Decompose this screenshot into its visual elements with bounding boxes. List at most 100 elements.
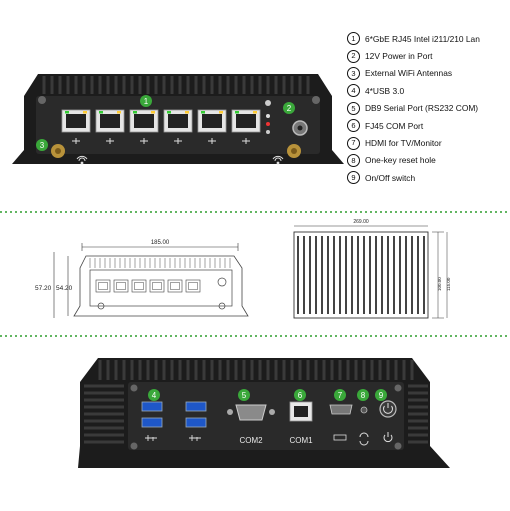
callout-9: 9	[375, 389, 387, 401]
dim-height-outer: 57.20	[35, 285, 52, 292]
screw	[130, 384, 138, 392]
dim-width: 185.00	[151, 240, 170, 246]
lan-led	[151, 111, 155, 114]
callout-2-text: 2	[287, 104, 292, 113]
screw	[130, 442, 138, 450]
heatsink-fins	[42, 76, 310, 94]
lan-port-socket	[168, 114, 188, 128]
rear-panel-face	[128, 382, 404, 450]
screw	[38, 96, 46, 104]
callout-4: 4	[148, 389, 160, 401]
reset-hole	[360, 406, 368, 414]
callout-6: 6	[294, 389, 306, 401]
callout-8: 8	[357, 389, 369, 401]
com1-label: COM1	[289, 436, 313, 445]
port-outline-inner	[170, 282, 180, 290]
legend-item: 5 DB9 Serial Port (RS232 COM)	[347, 100, 507, 117]
com2-label: COM2	[239, 436, 263, 445]
callout-7-text: 7	[338, 391, 343, 400]
legend-item: 3 External WiFi Antennas	[347, 65, 507, 82]
legend-number: 7	[347, 136, 360, 150]
legend-text: 6*GbE RJ45 Intel i211/210 Lan	[365, 33, 480, 44]
legend-number: 1	[347, 32, 360, 46]
callout-5-text: 5	[242, 391, 247, 400]
callout-2: 2	[283, 102, 295, 114]
legend-text: External WiFi Antennas	[365, 68, 453, 79]
lan-port-socket	[66, 114, 86, 128]
legend-text: FJ45 COM Port	[365, 120, 424, 131]
port-outline	[95, 279, 111, 293]
callout-7: 7	[334, 389, 346, 401]
callout-6-text: 6	[298, 391, 303, 400]
port-outline	[149, 279, 165, 293]
legend-number: 9	[347, 171, 360, 185]
wifi-antenna-right	[287, 144, 301, 158]
hdmi-port	[329, 404, 353, 441]
front-panel-lan: 1 2 3	[12, 74, 344, 165]
power-button	[379, 400, 397, 418]
legend-number: 3	[347, 66, 360, 80]
callout-8-text: 8	[361, 391, 366, 400]
dim-side-top: 269.00	[353, 219, 369, 225]
lan-led	[235, 111, 239, 114]
port-outline-inner	[98, 282, 108, 290]
port-outline-inner	[152, 282, 162, 290]
dim-side-a: 100.00	[437, 277, 442, 291]
legend-number: 8	[347, 153, 360, 167]
network-icon	[242, 138, 250, 144]
callout-4-text: 4	[152, 391, 157, 400]
db9-serial-port	[227, 404, 275, 421]
callout-1: 1	[140, 95, 152, 107]
legend-item: 9 On/Off switch	[347, 169, 507, 186]
callout-1-text: 1	[144, 97, 149, 106]
legend-number: 4	[347, 84, 360, 98]
legend-text: DB9 Serial Port (RS232 COM)	[365, 103, 479, 114]
lan-led	[133, 111, 137, 114]
rear-panel: COM2 COM1	[78, 358, 450, 468]
legend-item: 6 FJ45 COM Port	[347, 117, 507, 134]
lan-port-socket	[100, 114, 120, 128]
wifi-icon	[76, 155, 284, 165]
dim-height-inner: 54.20	[56, 285, 73, 292]
port-outline	[131, 279, 147, 293]
usb-icon	[145, 435, 201, 441]
port-outline	[185, 279, 201, 293]
dim-side-b: 115.00	[446, 277, 451, 291]
power-icon	[383, 432, 393, 443]
network-icon	[106, 138, 114, 144]
port-outline	[167, 279, 183, 293]
port-outline-inner	[116, 282, 126, 290]
callout-3-text: 3	[40, 141, 45, 150]
rj45-com-port	[289, 401, 313, 422]
screw	[312, 96, 320, 104]
legend-number: 2	[347, 49, 360, 63]
lan-ports	[61, 109, 261, 144]
callout-3: 3	[36, 139, 48, 151]
screw	[394, 384, 402, 392]
lan-led	[253, 111, 257, 114]
lan-led	[117, 111, 121, 114]
lan-led	[201, 111, 205, 114]
legend-text: On/Off switch	[365, 172, 416, 183]
reset-icon	[359, 432, 369, 446]
lan-port-socket	[236, 114, 256, 128]
lan-port-socket	[134, 114, 154, 128]
port-outline-inner	[134, 282, 144, 290]
callout-9-text: 9	[379, 391, 384, 400]
screw	[394, 442, 402, 450]
legend-text: HDMI for TV/Monitor	[365, 138, 442, 149]
network-icon	[208, 138, 216, 144]
indicator-light	[265, 100, 271, 106]
lan-led	[83, 111, 87, 114]
usb-ports	[141, 401, 207, 428]
front-dimension-drawing: 185.00 57.20 54.20	[35, 240, 249, 318]
lan-led	[99, 111, 103, 114]
port-outline-inner	[188, 282, 198, 290]
legend-number: 5	[347, 101, 360, 115]
wifi-antenna-left	[51, 144, 65, 158]
network-icon	[140, 138, 148, 144]
lan-port-socket	[202, 114, 222, 128]
legend-number: 6	[347, 119, 360, 133]
